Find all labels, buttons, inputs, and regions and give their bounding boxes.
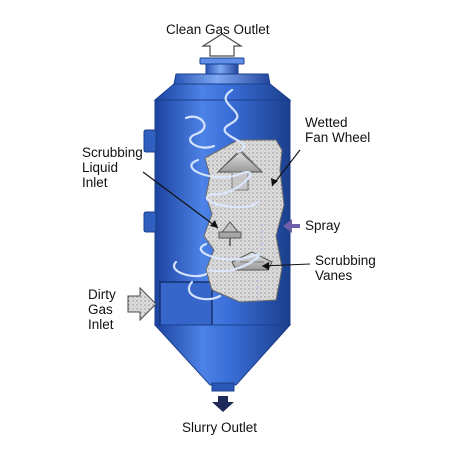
leader-fan-wheel: [271, 149, 301, 187]
slurry-outlet-label: Slurry Outlet: [182, 420, 258, 435]
dirty-gas-inlet-label: Dirty Gas Inlet: [88, 287, 116, 332]
vessel-bottom-cone: [153, 324, 292, 386]
dirty-gas-arrow-icon: [127, 286, 157, 322]
bottom-nozzle: [211, 382, 235, 392]
airflow-swirl: [172, 88, 260, 301]
spray-droplets: [257, 224, 263, 300]
clean-gas-outlet-label: Clean Gas Outlet: [166, 22, 270, 37]
leader-vanes: [261, 263, 311, 267]
leader-liquid-inlet: [142, 171, 219, 229]
scrubbing-vanes-label: Scrubbing Vanes: [315, 253, 376, 283]
dirty-gas-inlet-duct: [159, 281, 213, 327]
slurry-outlet-arrow-icon: [212, 396, 234, 412]
wetted-fan-wheel-label: Wetted Fan Wheel: [305, 115, 371, 145]
scrubbing-liquid-inlet-label: Scrubbing Liquid Inlet: [82, 145, 143, 190]
spray-label: Spray: [305, 218, 341, 233]
leader-lines: [142, 149, 311, 267]
side-ports: [143, 129, 157, 233]
spray-arrow-icon: [283, 219, 300, 233]
cutaway-internals: [203, 139, 285, 303]
vessel-top-cap: [153, 73, 292, 101]
clean-gas-arrow-icon: [200, 33, 244, 57]
top-stack: [199, 57, 245, 75]
